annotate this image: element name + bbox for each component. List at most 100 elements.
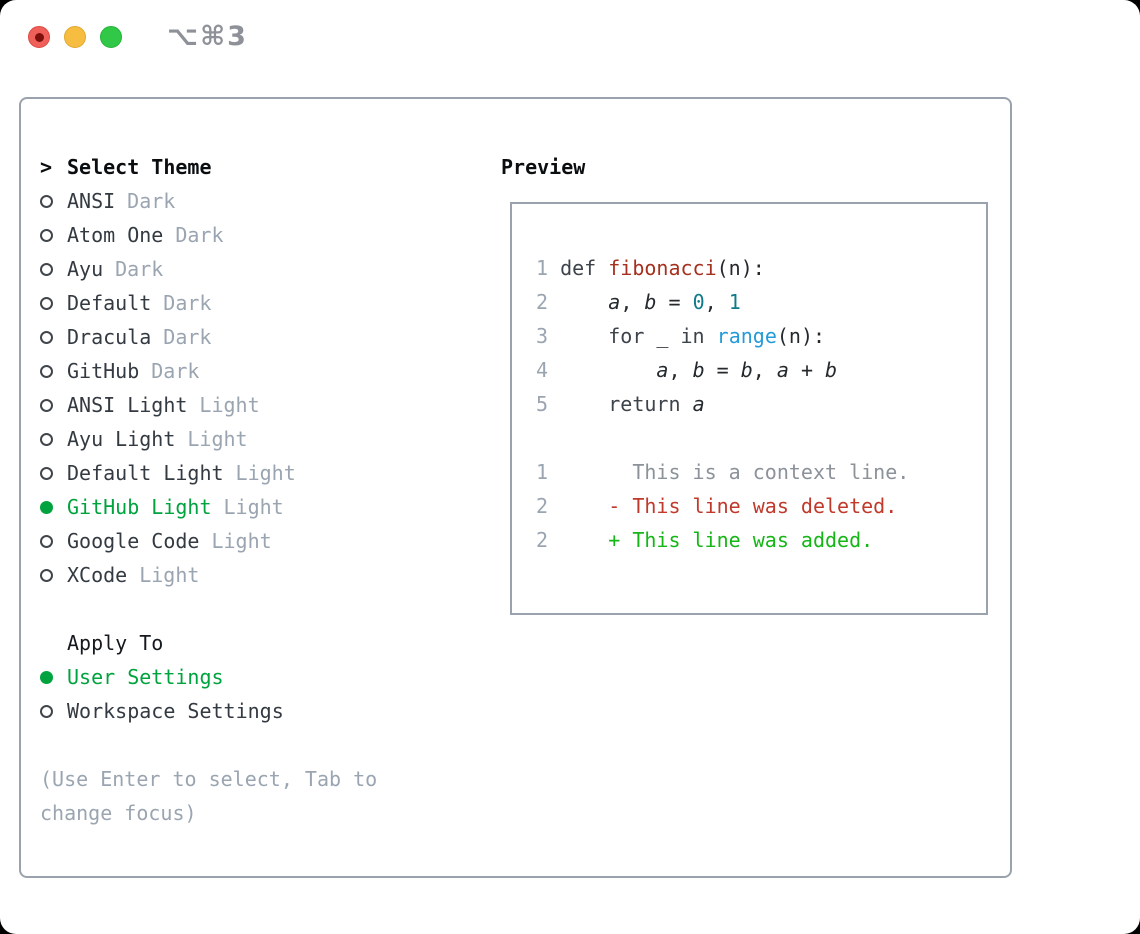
code-segment: 1 xyxy=(536,460,549,484)
radio-circle xyxy=(40,296,53,310)
code-segment: 2 xyxy=(536,290,549,314)
code-segment: b xyxy=(825,358,838,382)
radio-icon xyxy=(40,330,67,344)
close-button[interactable] xyxy=(28,26,50,48)
code-segment xyxy=(681,392,693,416)
radio-circle xyxy=(40,330,53,344)
theme-name: Dracula xyxy=(67,325,152,349)
code-segment: + This line was added. xyxy=(548,528,874,552)
code-segment: b xyxy=(692,358,705,382)
code-segment: = xyxy=(704,358,741,382)
code-segment: (n): xyxy=(776,324,826,348)
preview-heading: Preview xyxy=(501,155,586,179)
theme-name: Ayu xyxy=(67,257,104,281)
code-line: 4 a, b = b, a + b xyxy=(536,353,986,387)
code-segment xyxy=(548,290,608,314)
code-segment: This is a context line. xyxy=(548,460,910,484)
theme-name: ANSI xyxy=(67,189,116,213)
code-segment: + xyxy=(788,358,826,382)
theme-name: Ayu Light xyxy=(67,427,176,451)
window-title: ⌥⌘3 xyxy=(167,21,248,52)
code-segment: a xyxy=(692,392,705,416)
maximize-button[interactable] xyxy=(100,26,122,48)
theme-name: XCode xyxy=(67,563,128,587)
radio-circle xyxy=(40,500,53,514)
radio-icon xyxy=(40,228,67,242)
theme-option[interactable]: GitHub Dark xyxy=(40,354,296,388)
apply-option-name: Workspace Settings xyxy=(67,699,284,723)
code-segment: 1 xyxy=(728,290,741,314)
radio-icon xyxy=(40,296,67,310)
theme-name: Default Light xyxy=(67,461,224,485)
code-segment: (n): xyxy=(716,256,765,280)
code-segment: a xyxy=(776,358,789,382)
close-modified-dot-icon xyxy=(34,32,44,42)
minimize-button[interactable] xyxy=(64,26,86,48)
apply-option[interactable]: User Settings xyxy=(40,660,284,694)
select-theme-label: Select Theme xyxy=(67,155,212,179)
code-segment xyxy=(548,358,656,382)
apply-option[interactable]: Workspace Settings xyxy=(40,694,284,728)
apply-to-label: Apply To xyxy=(67,631,164,655)
radio-icon xyxy=(40,704,67,718)
code-segment: fibonacci xyxy=(608,256,717,280)
code-line: 2 a, b = 0, 1 xyxy=(536,285,986,319)
code-segment xyxy=(548,392,608,416)
radio-circle xyxy=(40,398,53,412)
theme-variant: Light xyxy=(211,529,272,553)
theme-variant: Dark xyxy=(151,359,200,383)
code-line xyxy=(536,421,986,455)
apply-to-header: Apply To xyxy=(40,626,284,660)
code-segment: 4 xyxy=(536,358,549,382)
radio-circle xyxy=(40,262,53,276)
hint-line: (Use Enter to select, Tab to xyxy=(40,767,378,791)
code-segment: , xyxy=(704,290,729,314)
theme-name: GitHub xyxy=(67,359,140,383)
code-segment: range xyxy=(716,324,777,348)
code-segment xyxy=(548,324,608,348)
theme-name: Atom One xyxy=(67,223,164,247)
code-line: 2 - This line was deleted. xyxy=(536,489,986,523)
apply-option-name: User Settings xyxy=(67,665,224,689)
code-segment: 0 xyxy=(692,290,705,314)
code-segment xyxy=(548,256,560,280)
radio-icon xyxy=(40,398,67,412)
radio-icon xyxy=(40,534,67,548)
theme-name: GitHub Light xyxy=(67,495,212,519)
radio-icon xyxy=(40,262,67,276)
code-segment xyxy=(705,324,717,348)
code-segment: _ xyxy=(644,324,681,348)
code-segment: , xyxy=(668,358,693,382)
radio-circle xyxy=(40,364,53,378)
code-segment: 1 xyxy=(536,256,549,280)
theme-option[interactable]: Atom One Dark xyxy=(40,218,296,252)
code-segment: b xyxy=(644,290,657,314)
theme-name: Default xyxy=(67,291,152,315)
radio-icon xyxy=(40,466,67,480)
selected-radio-icon xyxy=(40,500,67,514)
code-segment xyxy=(596,256,608,280)
code-line: 3 for _ in range(n): xyxy=(536,319,986,353)
theme-variant: Dark xyxy=(175,223,224,247)
radio-icon xyxy=(40,432,67,446)
radio-icon xyxy=(40,364,67,378)
radio-circle xyxy=(40,670,53,684)
code-segment: - This line was deleted. xyxy=(548,494,898,518)
theme-name: ANSI Light xyxy=(67,393,188,417)
code-segment: b xyxy=(740,358,753,382)
code-line: 1 This is a context line. xyxy=(536,455,986,489)
